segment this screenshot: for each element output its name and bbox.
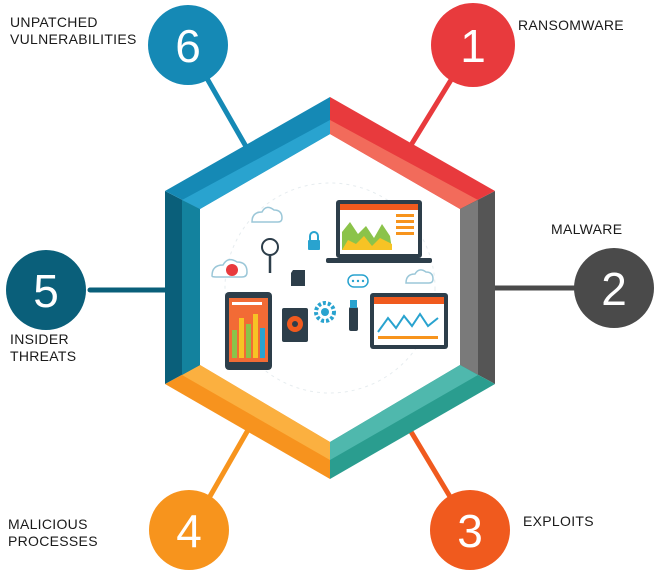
- magnifier-icon: [261, 238, 279, 273]
- threat-number-5: 5: [33, 265, 59, 317]
- threat-badge-1: 1: [431, 3, 515, 87]
- hex-side-malicious-processes: [165, 365, 330, 479]
- hard-drive-icon: [282, 308, 308, 342]
- hex-side-exploits-shade: [330, 365, 478, 460]
- hexagon-frame: [165, 97, 495, 479]
- label-exploits: EXPLOITS: [523, 513, 594, 529]
- number-circles: 1 2 3 4 5 6: [6, 3, 654, 570]
- hex-side-unpatched: [165, 97, 330, 209]
- hex-side-exploits: [330, 365, 495, 479]
- sd-card-icon: [291, 270, 305, 286]
- threat-number-3: 3: [457, 505, 483, 557]
- label-malware: MALWARE: [551, 221, 623, 237]
- cloud-icon: [405, 269, 434, 284]
- threat-badge-3: 3: [430, 490, 510, 570]
- connector-6: [202, 72, 251, 153]
- hex-side-malicious-processes-shade: [182, 365, 330, 460]
- threat-number-2: 2: [601, 263, 627, 315]
- gear-icon: [314, 301, 336, 323]
- label-insider-threats: INSIDER THREATS: [10, 331, 77, 364]
- label-ransomware: RANSOMWARE: [518, 17, 624, 33]
- connector-3: [407, 427, 458, 508]
- label-unpatched-vulnerabilities: UNPATCHED VULNERABILITIES: [10, 14, 137, 47]
- threat-badge-4: 4: [149, 490, 229, 570]
- threat-badge-2: 2: [574, 248, 654, 328]
- threat-number-6: 6: [175, 20, 201, 72]
- threat-badge-5: 5: [6, 250, 86, 330]
- center-bg-ring: [224, 182, 436, 394]
- chat-bubble-icon: [347, 274, 369, 288]
- cloud-alert-icon: [211, 258, 248, 278]
- threat-badge-6: 6: [148, 5, 228, 85]
- center-illustration: [211, 182, 448, 394]
- hex-side-ransomware: [330, 97, 495, 209]
- usb-drive-icon: [349, 300, 358, 331]
- tablet-chart-icon: [225, 292, 272, 370]
- hex-side-insider-threats-shade: [182, 200, 200, 375]
- cloud-icon: [251, 206, 283, 223]
- threat-number-4: 4: [176, 505, 202, 557]
- monitor-chart-icon: [370, 293, 448, 349]
- hex-side-ransomware-shade: [330, 120, 478, 209]
- hex-side-malware-shade: [460, 200, 478, 375]
- laptop-chart-icon: [326, 200, 432, 263]
- lock-icon: [308, 231, 320, 250]
- threat-number-1: 1: [460, 20, 486, 72]
- connector-4: [202, 427, 251, 508]
- hex-side-unpatched-shade: [182, 120, 330, 209]
- label-malicious-processes: MALICIOUS PROCESSES: [8, 516, 98, 549]
